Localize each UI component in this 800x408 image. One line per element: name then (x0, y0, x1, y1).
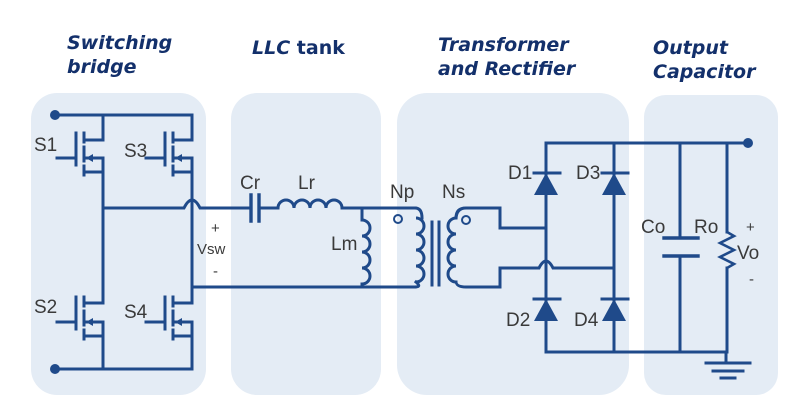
llc-tank-title: LLC tank (252, 36, 345, 60)
capacitor-co (662, 141, 700, 354)
diode-d2 (532, 297, 562, 321)
llc-tank-title-rest: tank (290, 37, 345, 59)
label-s3: S3 (124, 141, 147, 162)
output-capacitor-panel (644, 95, 778, 395)
switching-bridge-title-line2: bridge (67, 56, 137, 78)
inductor-lr (276, 198, 417, 210)
inductor-lm (360, 206, 372, 289)
switching-bridge-circuit: S1 S3 S2 S4 (34, 110, 417, 374)
diode-d3 (600, 171, 630, 195)
mosfet-s3 (144, 131, 194, 200)
output-capacitor-title: Output Capacitor (653, 36, 755, 84)
ground-icon (704, 350, 752, 380)
llc-tank-panel (231, 93, 381, 395)
label-d2: D2 (506, 310, 530, 331)
output-capacitor-title-line2: Capacitor (653, 61, 756, 83)
transformer-rectifier-title-line1: Transformer (438, 34, 569, 56)
vsw-label: Vsw (197, 241, 226, 258)
switching-bridge-title-line1: Switching (67, 32, 173, 54)
label-s4: S4 (124, 302, 148, 323)
label-lr: Lr (298, 173, 316, 194)
transformer: Np Ns (390, 182, 616, 289)
diode-d4 (600, 297, 630, 321)
vo-label: Vo (737, 243, 759, 264)
mosfet-s2 (55, 206, 105, 371)
label-np: Np (390, 182, 414, 203)
output-capacitor-title-line1: Output (653, 37, 728, 59)
transformer-rectifier-title-line2: and Rectifier (438, 58, 576, 80)
output-stage: Co Ro + Vo - (641, 138, 759, 380)
secondary-dot (461, 215, 471, 225)
vsw-minus: - (213, 263, 218, 280)
vsw-indicator: + Vsw - (197, 220, 226, 280)
primary-dot (393, 214, 403, 224)
label-co: Co (641, 217, 665, 238)
output-positive-terminal (743, 138, 753, 148)
rectifier-bridge: D1 D3 D2 D4 (506, 141, 750, 354)
vo-minus: - (749, 271, 754, 288)
mosfet-s1 (55, 113, 105, 210)
switching-bridge-title: Switching bridge (67, 31, 172, 79)
label-s2: S2 (34, 297, 57, 318)
label-d4: D4 (574, 310, 599, 331)
label-lm: Lm (331, 234, 357, 255)
label-s1: S1 (34, 135, 57, 156)
transformer-rectifier-panel (397, 93, 629, 395)
vo-plus: + (746, 219, 755, 236)
switching-bridge-panel (31, 93, 206, 395)
resistor-ro (717, 141, 737, 354)
llc-tank-circuit: Cr Lr Lm (240, 173, 417, 289)
label-cr: Cr (240, 173, 261, 194)
vsw-plus: + (211, 220, 220, 237)
llc-tank-title-italic: LLC (252, 37, 291, 59)
label-ro: Ro (694, 217, 718, 238)
diode-d1 (532, 171, 562, 195)
transformer-rectifier-title: Transformer and Rectifier (438, 33, 575, 81)
capacitor-cr (244, 193, 280, 223)
transformer-core (430, 220, 441, 287)
label-d3: D3 (576, 163, 600, 184)
label-d1: D1 (508, 163, 532, 184)
label-ns: Ns (442, 182, 465, 203)
